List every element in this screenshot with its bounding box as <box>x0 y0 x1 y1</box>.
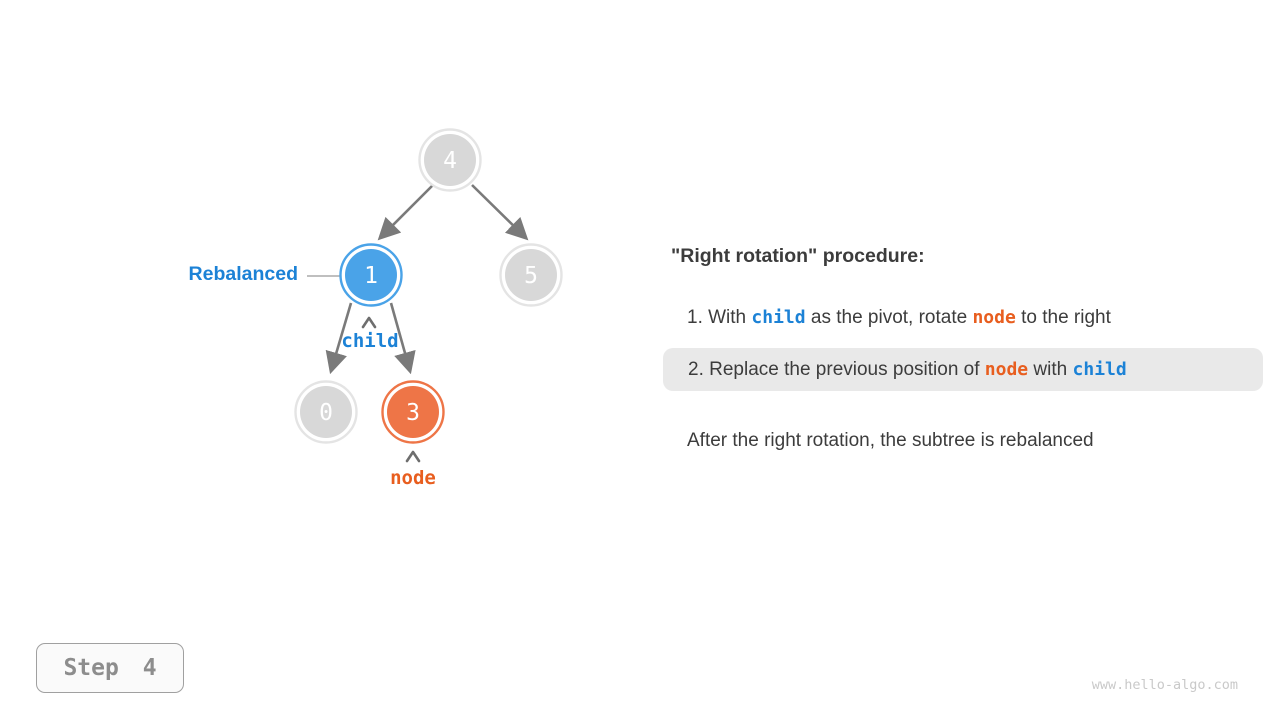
edge-1-to-0 <box>325 302 353 375</box>
node-0-ring <box>294 380 358 444</box>
edge-4-to-1 <box>377 184 434 241</box>
tree-node-3: 3 <box>381 380 445 444</box>
node-3-disc <box>387 386 439 438</box>
child-caret-icon <box>361 316 377 329</box>
tree-node-5: 5 <box>499 243 563 307</box>
step2-code-child: child <box>1072 359 1127 380</box>
watermark: www.hello-algo.com <box>1091 677 1238 693</box>
node-1-ring <box>339 243 403 307</box>
node-0-disc <box>300 386 352 438</box>
tree-node-1: 1 <box>339 243 403 307</box>
edge-1-to-3 <box>389 302 416 375</box>
node-1-value: 1 <box>364 263 378 289</box>
node-3-ring <box>381 380 445 444</box>
step1-text-mid: as the pivot, rotate <box>805 307 973 328</box>
panel-heading: "Right rotation" procedure: <box>671 245 925 267</box>
node-3-value: 3 <box>406 400 420 426</box>
edge-4-to-5 <box>471 184 529 241</box>
step2-text-mid: with <box>1028 359 1073 380</box>
step-indicator-button[interactable]: Step 4 <box>36 643 184 693</box>
node-1-disc <box>345 249 397 301</box>
tree-node-4: 4 <box>418 128 482 192</box>
child-label: child <box>341 330 399 352</box>
node-caret-icon <box>405 450 421 463</box>
panel-note: After the right rotation, the subtree is… <box>687 430 1094 451</box>
step2-code-node: node <box>984 359 1029 380</box>
step2-text-pre: 2. Replace the previous position of <box>688 359 985 380</box>
node-5-ring <box>499 243 563 307</box>
procedure-step-2-highlighted: 2. Replace the previous position of node… <box>663 348 1263 391</box>
node-0-value: 0 <box>319 400 333 426</box>
node-4-ring <box>418 128 482 192</box>
step1-code-node: node <box>972 307 1016 328</box>
node-4-disc <box>424 134 476 186</box>
procedure-step-1: 1. With child as the pivot, rotate node … <box>687 307 1111 329</box>
node-4-value: 4 <box>443 148 457 174</box>
node-5-disc <box>505 249 557 301</box>
step1-code-child: child <box>751 307 806 328</box>
node-5-value: 5 <box>524 263 538 289</box>
step1-text-post: to the right <box>1015 307 1111 328</box>
rebalanced-label: Rebalanced <box>188 263 298 285</box>
tree-node-0: 0 <box>294 380 358 444</box>
node-label: node <box>390 467 436 489</box>
tree-edges <box>325 184 529 375</box>
step1-text-pre: 1. With <box>687 307 752 328</box>
